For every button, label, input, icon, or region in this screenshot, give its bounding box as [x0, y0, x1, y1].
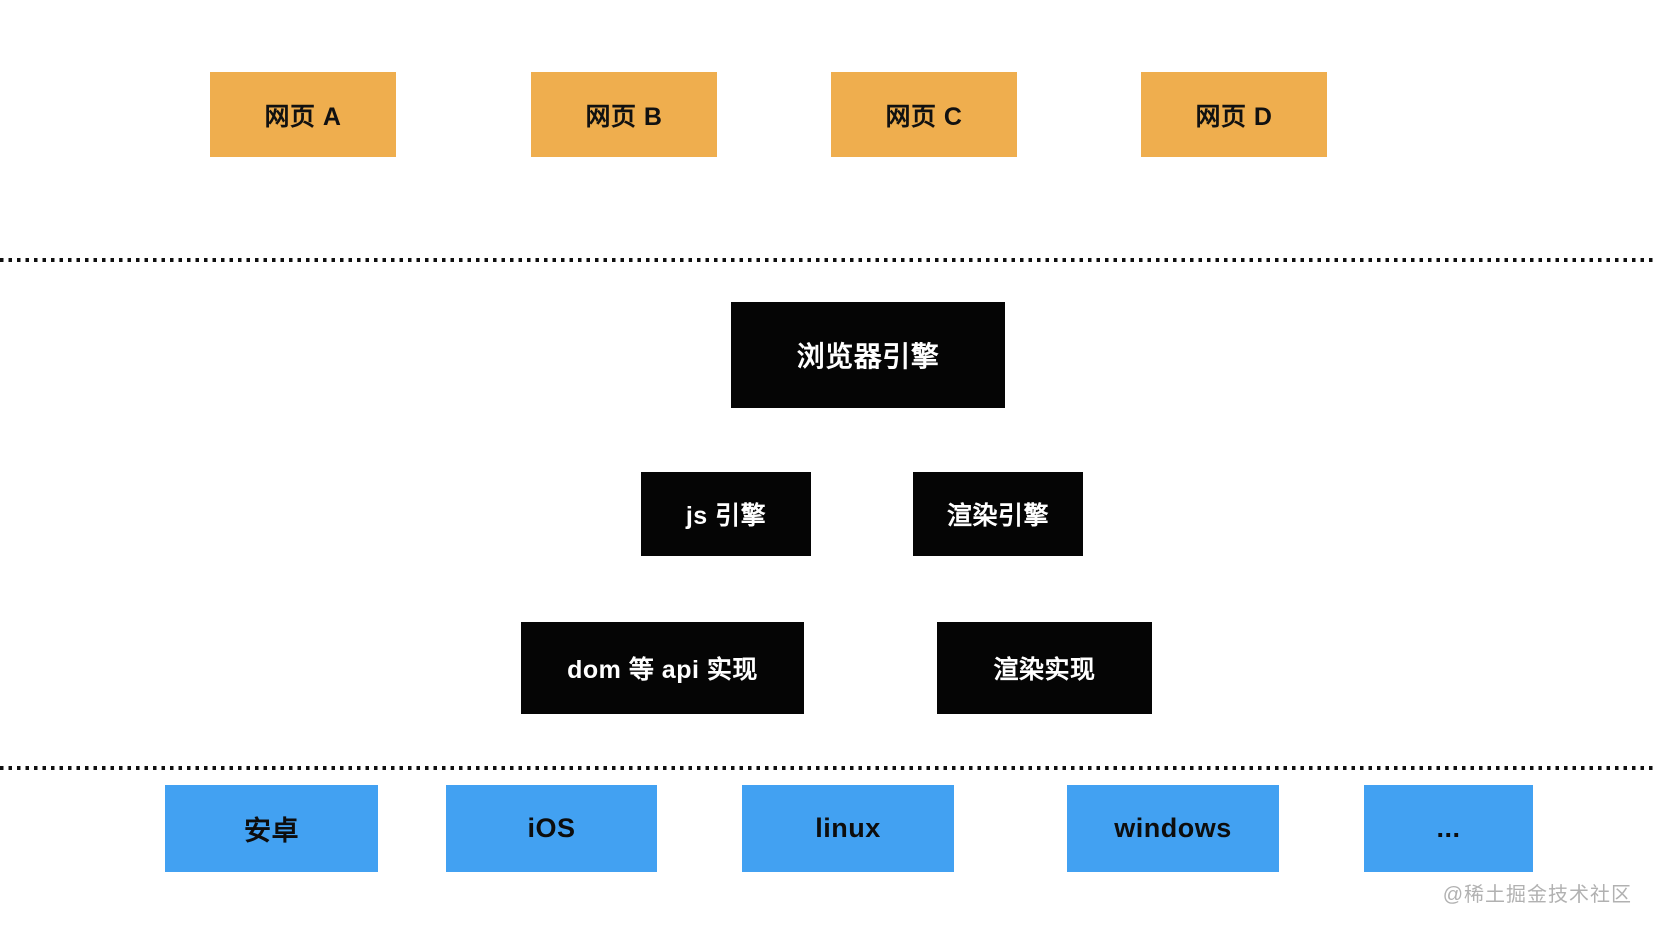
- render-impl-node: 渲染实现: [937, 622, 1152, 714]
- js-engine-node: js 引擎: [641, 472, 811, 556]
- os-ellipsis-node: ...: [1364, 785, 1533, 872]
- browser-engine-node: 浏览器引擎: [731, 302, 1005, 408]
- webpage-c-node: 网页 C: [831, 72, 1017, 157]
- webpage-b-node: 网页 B: [531, 72, 717, 157]
- render-engine-node: 渲染引擎: [913, 472, 1083, 556]
- webpage-a-node: 网页 A: [210, 72, 396, 157]
- juejin-watermark: @稀土掘金技术社区: [1442, 884, 1632, 906]
- webpage-d-node: 网页 D: [1141, 72, 1327, 157]
- os-android-node: 安卓: [165, 785, 378, 872]
- os-linux-node: linux: [742, 785, 954, 872]
- lower-dotted-divider: [0, 766, 1656, 770]
- os-windows-node: windows: [1067, 785, 1279, 872]
- upper-dotted-divider: [0, 258, 1656, 262]
- os-ios-node: iOS: [446, 785, 657, 872]
- dom-api-impl-node: dom 等 api 实现: [521, 622, 804, 714]
